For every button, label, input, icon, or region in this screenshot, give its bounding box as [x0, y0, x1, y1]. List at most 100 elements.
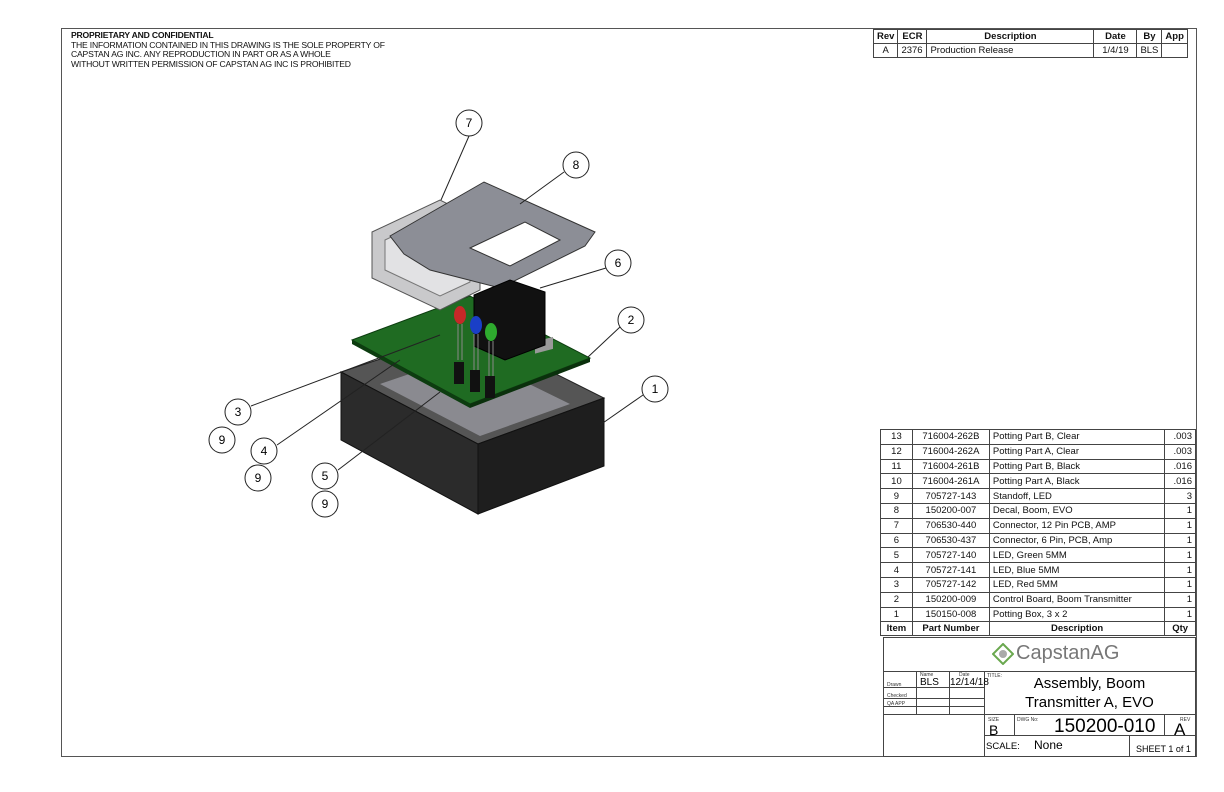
qty-cell: 1 — [1164, 606, 1196, 623]
description-cell: Potting Part A, Clear — [988, 443, 1166, 460]
description-cell: Decal, Boom, EVO — [988, 502, 1166, 519]
balloon: 5 — [311, 462, 339, 490]
description-cell: LED, Green 5MM — [988, 547, 1166, 564]
description-cell: LED, Red 5MM — [988, 576, 1166, 593]
item-cell: 13 — [880, 429, 913, 445]
drawn-by: BLS — [920, 677, 939, 688]
logo-diamond-icon — [992, 642, 1014, 665]
title-label: TITLE: — [987, 673, 1003, 679]
svg-text:6: 6 — [615, 256, 622, 270]
part-number-cell: 716004-261B — [911, 458, 990, 475]
part-number-cell: 150200-009 — [911, 591, 990, 608]
notice-line: WITHOUT WRITTEN PERMISSION OF CAPSTAN AG… — [71, 58, 351, 69]
app-cell — [1161, 43, 1188, 58]
description-cell: Potting Part B, Clear — [988, 429, 1166, 445]
description-cell: Production Release — [926, 43, 1095, 58]
balloon: 6 — [604, 249, 632, 277]
item-cell: 4 — [880, 562, 913, 578]
title-block: CapstanAG Name Date Drawn Checked QA APP… — [883, 637, 1196, 757]
qty-cell: 1 — [1164, 517, 1196, 534]
description-cell: LED, Blue 5MM — [988, 562, 1166, 578]
description-cell: Standoff, LED — [988, 488, 1166, 504]
rev-cell: A — [872, 43, 899, 58]
part-number-header: Part Number — [911, 621, 990, 637]
svg-text:2: 2 — [628, 313, 635, 327]
item-cell: 11 — [880, 458, 913, 475]
description-cell: Control Board, Boom Transmitter — [988, 591, 1166, 608]
drawn-label: Drawn — [887, 682, 902, 688]
part-number-cell: 716004-262A — [911, 443, 990, 460]
svg-text:9: 9 — [255, 471, 262, 485]
drawn-date: 12/14/18 — [950, 677, 989, 688]
qty-cell: 1 — [1164, 502, 1196, 519]
size-value: B — [989, 722, 999, 738]
description-cell: Potting Part B, Black — [988, 458, 1166, 475]
balloon: 3 — [224, 398, 252, 426]
qty-cell: .016 — [1164, 473, 1196, 490]
qty-cell: .003 — [1164, 429, 1196, 445]
balloons: 7 8 6 2 1 3 9 4 9 5 9 — [208, 109, 669, 518]
item-cell: 7 — [880, 517, 913, 534]
qty-cell: 1 — [1164, 547, 1196, 564]
qty-cell: 3 — [1164, 488, 1196, 504]
item-cell: 9 — [880, 488, 913, 504]
part-number-cell: 705727-141 — [911, 562, 990, 578]
balloon: 7 — [455, 109, 483, 137]
logo-text: CapstanAG — [1016, 642, 1120, 664]
balloon: 4 — [250, 437, 278, 465]
svg-text:4: 4 — [261, 444, 268, 458]
scale-value: None — [1034, 738, 1063, 752]
rev-label: REV — [1180, 717, 1191, 723]
qa-label: QA APP — [887, 701, 906, 707]
balloon: 2 — [617, 306, 645, 334]
item-cell: 2 — [880, 591, 913, 608]
part-number-cell: 706530-437 — [911, 532, 990, 549]
svg-text:3: 3 — [235, 405, 242, 419]
item-cell: 3 — [880, 576, 913, 593]
leds — [454, 306, 497, 398]
connector-6pin — [473, 279, 546, 361]
part-number-cell: 150200-007 — [911, 502, 990, 519]
item-cell: 1 — [880, 606, 913, 623]
drawing-title: Assembly, Boom Transmitter A, EVO — [984, 674, 1195, 712]
qty-cell: 1 — [1164, 591, 1196, 608]
company-logo: CapstanAG — [992, 642, 1119, 665]
item-cell: 12 — [880, 443, 913, 460]
qty-header: Qty — [1164, 621, 1196, 637]
svg-text:1: 1 — [652, 382, 659, 396]
balloon: 9 — [208, 426, 236, 454]
item-header: Item — [880, 621, 913, 637]
svg-text:9: 9 — [219, 433, 226, 447]
scale-label: SCALE: — [986, 741, 1020, 752]
part-number-cell: 705727-142 — [911, 576, 990, 593]
sheet-number: SHEET 1 of 1 — [1136, 744, 1191, 754]
qty-cell: 1 — [1164, 532, 1196, 549]
svg-text:8: 8 — [573, 158, 580, 172]
item-cell: 10 — [880, 473, 913, 490]
qty-cell: .003 — [1164, 443, 1196, 460]
item-cell: 6 — [880, 532, 913, 549]
description-cell: Connector, 12 Pin PCB, AMP — [988, 517, 1166, 534]
notice-line: THE INFORMATION CONTAINED IN THIS DRAWIN… — [71, 39, 385, 50]
name-label: Name — [920, 672, 934, 678]
qty-cell: .016 — [1164, 458, 1196, 475]
svg-text:9: 9 — [322, 497, 329, 511]
description-cell: Potting Part A, Black — [988, 473, 1166, 490]
svg-text:5: 5 — [322, 469, 329, 483]
